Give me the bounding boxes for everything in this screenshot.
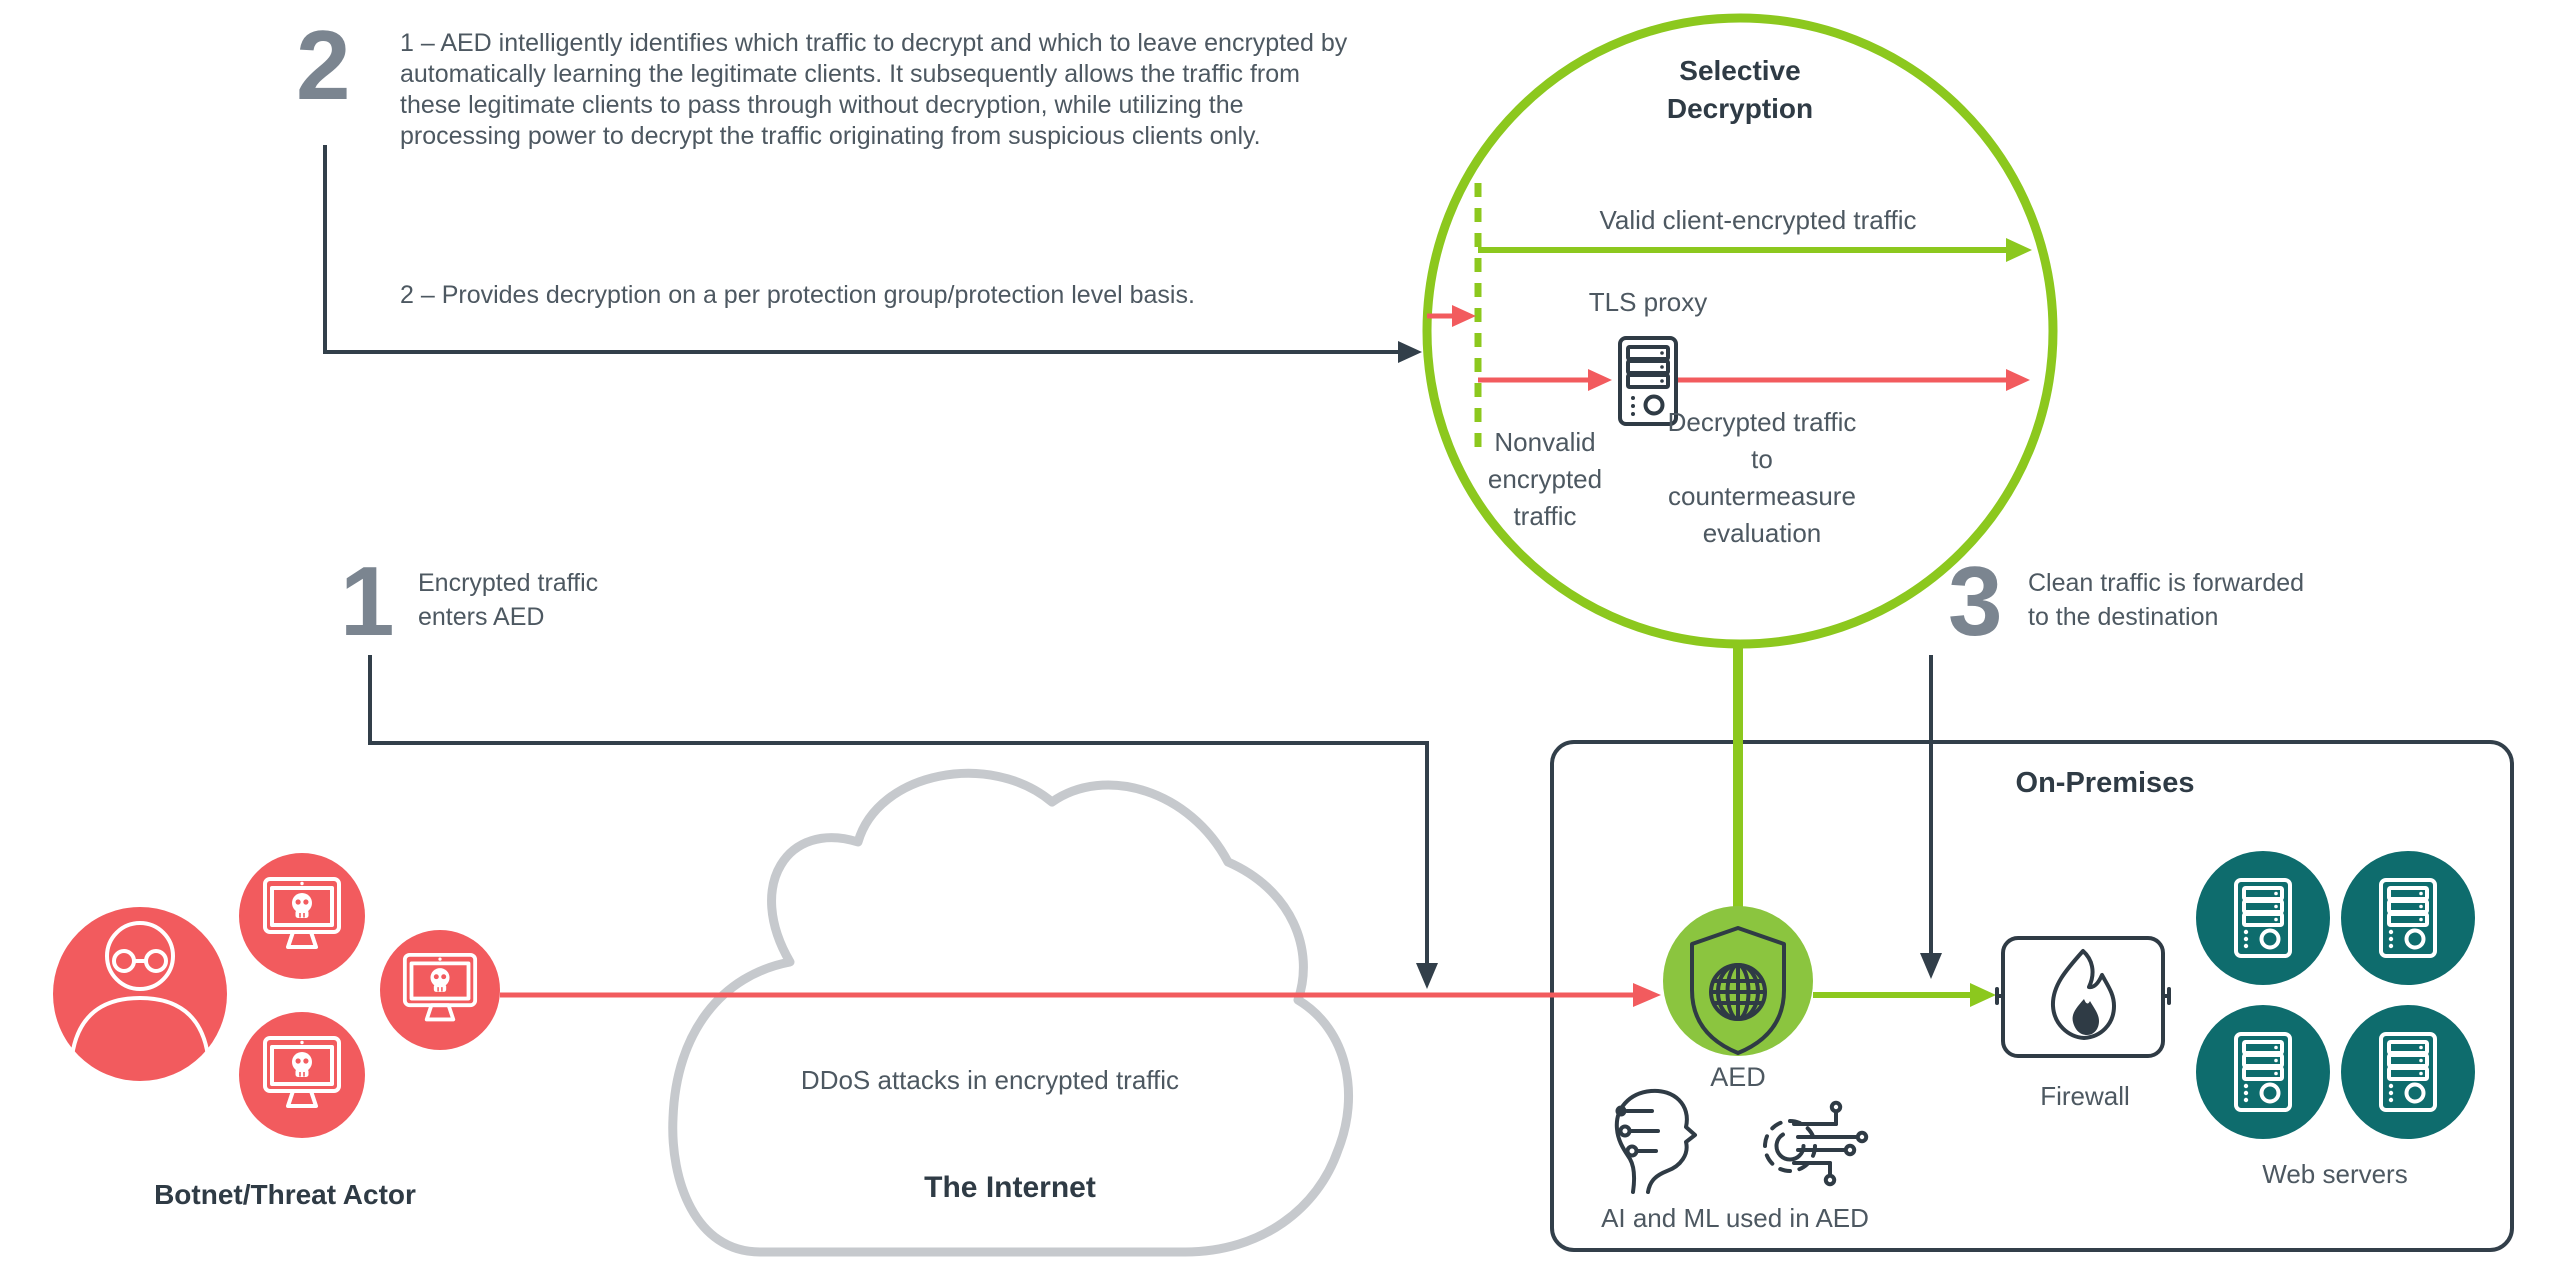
firewall-icon (1995, 936, 2171, 1058)
infected-host-icon (380, 930, 500, 1050)
internet-cloud (668, 768, 1353, 1257)
botnet-cluster (53, 853, 500, 1138)
selective-decryption-circle (1422, 13, 2058, 649)
infected-host-icon (239, 853, 365, 979)
aed-label: AED (1710, 1062, 1766, 1092)
botnet-label: Botnet/Threat Actor (154, 1179, 416, 1210)
infected-host-icon (239, 1012, 365, 1138)
firewall-label: Firewall (2040, 1081, 2130, 1111)
web-server-icon (2341, 851, 2475, 985)
aed-node (1663, 906, 1813, 1056)
step2-number: 2 (296, 10, 351, 120)
on-premises-title: On-Premises (2015, 767, 2195, 799)
web-servers-label: Web servers (2262, 1159, 2408, 1189)
decrypted-traffic-arrow (1676, 369, 2030, 391)
ml-gear-icon (1763, 1100, 1869, 1187)
decrypted-traffic-label: Decrypted traffic to countermeasure eval… (1667, 407, 1857, 548)
threat-actor-icon (53, 907, 227, 1081)
step2-paragraph-2: 2 – Provides decryption on a per protect… (400, 281, 1195, 309)
step1-connector-arrow (368, 655, 1438, 989)
tls-proxy-label: TLS proxy (1588, 287, 1708, 317)
step2-connector-arrow (323, 145, 1422, 363)
ai-ml-label: AI and ML used in AED (1601, 1203, 1869, 1233)
aed-shield-icon (1690, 926, 1786, 1055)
step3-number: 3 (1948, 546, 2003, 656)
step3-connector-arrow (1920, 655, 1942, 979)
valid-traffic-label: Valid client-encrypted traffic (1599, 205, 1917, 235)
web-servers-cluster (2196, 851, 2475, 1139)
tls-proxy-server-icon (1618, 336, 1678, 426)
attack-traffic-line (500, 983, 1661, 1007)
step1-label: Encrypted traffic enters AED (418, 569, 599, 631)
web-server-icon (2341, 1005, 2475, 1139)
selective-decryption-title: Selective Decryption (1666, 55, 1814, 124)
step3-label: Clean traffic is forwarded to the destin… (2028, 569, 2305, 631)
step2-paragraph-1: 1 – AED intelligently identifies which t… (400, 29, 1348, 150)
aed-to-firewall-arrow (1813, 983, 1996, 1007)
nonvalid-traffic-arrow (1478, 369, 1612, 391)
valid-traffic-arrow (1478, 238, 2032, 262)
incoming-red-arrow (1427, 305, 1476, 327)
internet-title: The Internet (924, 1171, 1096, 1204)
ai-head-icon (1614, 1088, 1697, 1194)
nonvalid-traffic-label: Nonvalid encrypted traffic (1487, 427, 1603, 531)
step1-number: 1 (340, 546, 395, 656)
web-server-icon (2196, 851, 2330, 985)
web-server-icon (2196, 1005, 2330, 1139)
ddos-attack-label: DDoS attacks in encrypted traffic (800, 1065, 1180, 1095)
